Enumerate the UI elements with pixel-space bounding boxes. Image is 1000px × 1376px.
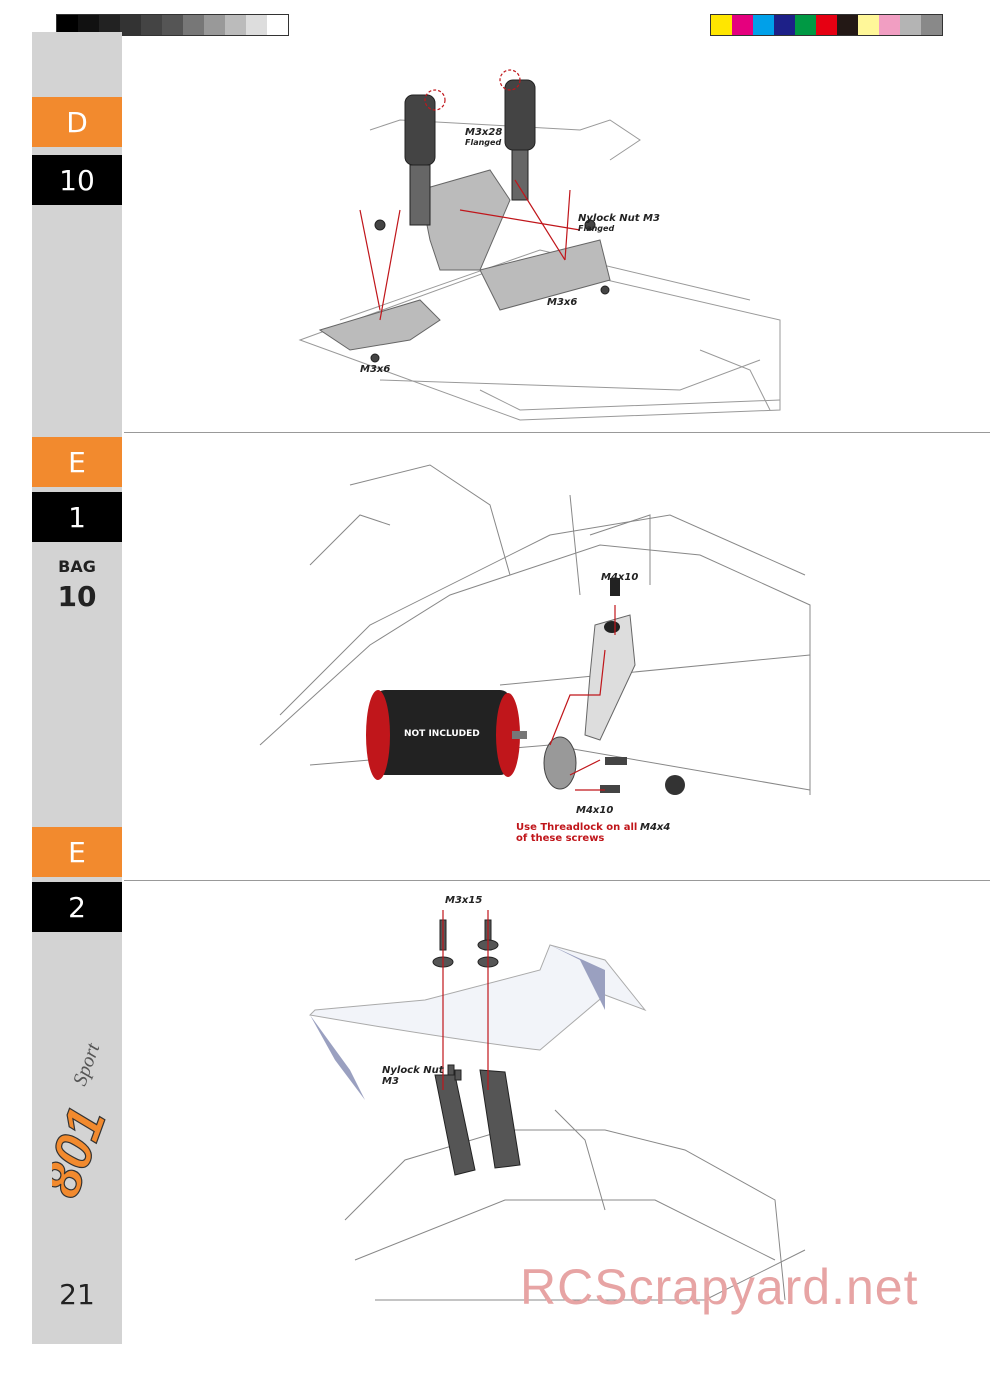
grayscale-registration-bar — [56, 14, 289, 36]
step-letter-d: D — [32, 97, 122, 147]
gray-swatch — [246, 15, 267, 35]
label-not-included: NOT INCLUDED — [404, 729, 480, 739]
step-letter-e1: E — [32, 437, 122, 487]
label-m3x6-right: M3x6 — [547, 297, 578, 308]
wing-mount-diagram — [308, 910, 806, 1301]
section-divider — [124, 432, 990, 433]
bag-label: BAG — [58, 557, 96, 576]
label-m4x10-top: M4x10 — [601, 572, 639, 583]
gray-swatch — [57, 15, 78, 35]
section-divider — [124, 880, 990, 881]
shock-mount-diagram — [298, 69, 781, 421]
label-m4x4: M4x4 — [640, 822, 671, 833]
gray-swatch — [162, 15, 183, 35]
color-swatch — [858, 15, 879, 35]
bag-number: 10 — [57, 580, 97, 613]
gray-swatch — [183, 15, 204, 35]
gray-swatch — [141, 15, 162, 35]
color-swatch — [900, 15, 921, 35]
gray-swatch — [225, 15, 246, 35]
step-letter-e2: E — [32, 827, 122, 877]
logo: 801 Sport — [52, 1040, 118, 1205]
gray-swatch — [120, 15, 141, 35]
step-number-10: 10 — [32, 155, 122, 205]
svg-text:Sport: Sport — [69, 1040, 105, 1089]
label-m4x10-bottom: M4x10 — [576, 805, 614, 816]
gray-swatch — [99, 15, 120, 35]
color-swatch — [774, 15, 795, 35]
color-swatch — [879, 15, 900, 35]
color-swatch — [921, 15, 942, 35]
color-swatch — [795, 15, 816, 35]
page-number: 21 — [59, 1278, 95, 1311]
gray-swatch — [78, 15, 99, 35]
color-swatch — [753, 15, 774, 35]
step-number-2: 2 — [32, 882, 122, 932]
color-registration-bar — [710, 14, 943, 36]
color-swatch — [816, 15, 837, 35]
gray-swatch — [204, 15, 225, 35]
label-m3x15: M3x15 — [445, 895, 483, 906]
step-number-1: 1 — [32, 492, 122, 542]
sidebar — [32, 32, 122, 1344]
color-swatch — [837, 15, 858, 35]
watermark: RCScrapyard.net — [520, 1259, 919, 1315]
label-m3x6-left: M3x6 — [360, 364, 391, 375]
gray-swatch — [267, 15, 288, 35]
motor-install-diagram — [259, 464, 811, 795]
svg-text:801: 801 — [52, 1100, 118, 1205]
color-swatch — [711, 15, 732, 35]
color-swatch — [732, 15, 753, 35]
